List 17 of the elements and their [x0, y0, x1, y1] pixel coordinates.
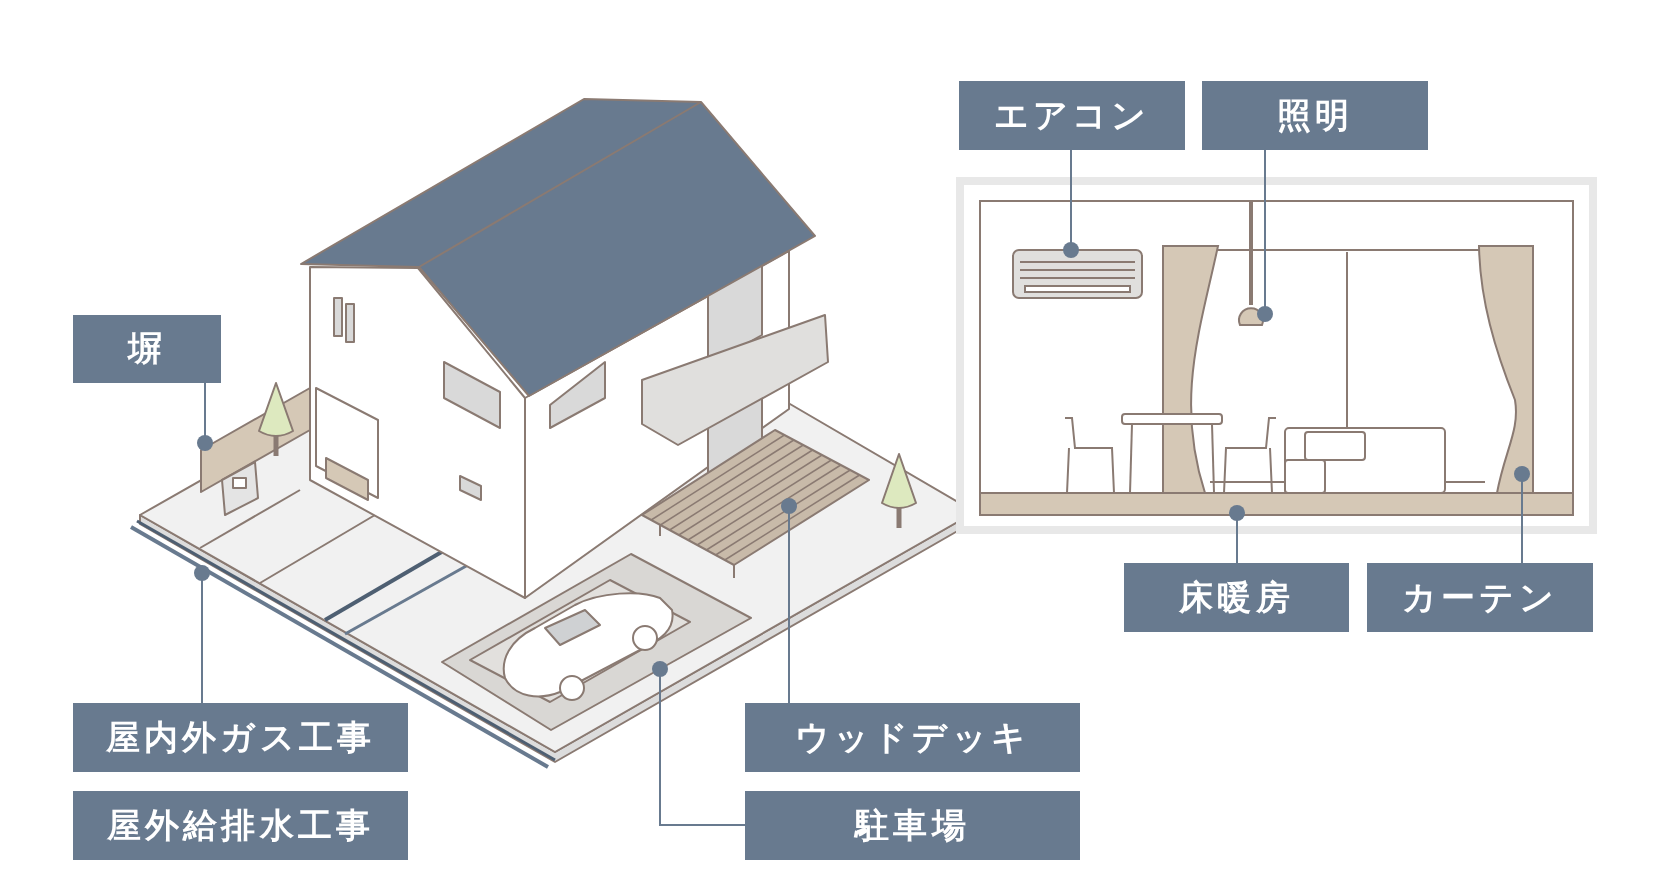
label-box: ウッドデッキ — [745, 703, 1080, 772]
label-box: 床暖房 — [1124, 563, 1349, 632]
leader-line — [652, 661, 746, 826]
label-box: エアコン — [959, 81, 1185, 150]
label-box: 照明 — [1202, 81, 1428, 150]
label-box: 塀 — [73, 315, 221, 383]
label-box: 屋内外ガス工事 — [73, 703, 408, 772]
leader-line — [194, 565, 210, 704]
leader-line — [1063, 149, 1079, 258]
leader-line — [1229, 505, 1245, 564]
label-box: 屋外給排水工事 — [73, 791, 408, 860]
leader-line — [1257, 149, 1273, 322]
label-box: カーテン — [1367, 563, 1593, 632]
label-box: 駐車場 — [745, 791, 1080, 860]
leader-line — [1514, 466, 1530, 564]
leader-line — [781, 498, 797, 704]
leader-line — [197, 382, 213, 451]
